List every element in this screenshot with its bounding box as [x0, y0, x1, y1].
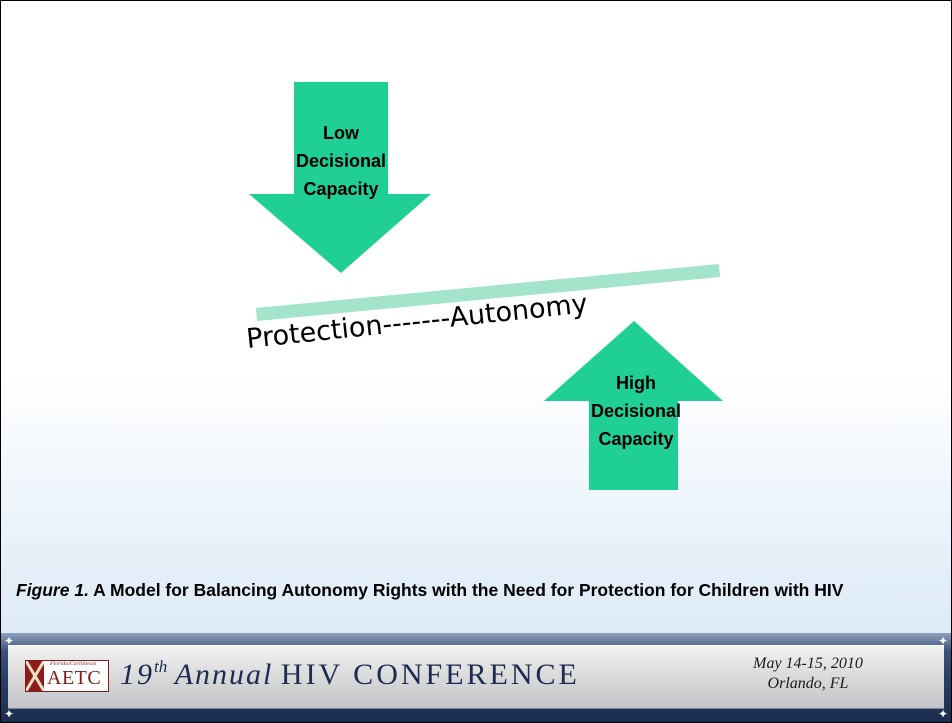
- caption-text: A Model for Balancing Autonomy Rights wi…: [88, 580, 844, 600]
- ordinal-suffix: th: [154, 657, 168, 676]
- conference-footer-banner: ✦ ✦ ✦ ✦ Florida/Caribbean AETC 19th Annu…: [1, 633, 951, 722]
- corner-ornament-icon: ✦: [937, 634, 948, 648]
- flag-icon: [26, 661, 44, 691]
- logo-script: Florida/Caribbean: [50, 661, 97, 667]
- low-decisional-capacity-label: Low Decisional Capacity: [241, 119, 441, 203]
- conference-title: 19th Annual HIV CONFERENCE: [120, 658, 580, 692]
- up-arrow: [544, 321, 723, 490]
- aetc-logo: Florida/Caribbean AETC: [25, 660, 109, 692]
- figure-label: Figure 1.: [16, 580, 89, 600]
- label-line: Decisional: [590, 401, 682, 421]
- balance-diagram: [249, 82, 723, 490]
- logo-text: AETC: [47, 667, 102, 689]
- footer-panel: Florida/Caribbean AETC 19th Annual HIV C…: [8, 645, 944, 709]
- label-line: Capacity: [598, 429, 674, 449]
- corner-ornament-icon: ✦: [4, 634, 15, 648]
- conference-location: Orlando, FL: [767, 675, 849, 692]
- label-line: Capacity: [303, 179, 379, 199]
- annual-word: Annual: [174, 658, 274, 691]
- balance-beam: [256, 264, 720, 321]
- conference-name: HIV CONFERENCE: [280, 658, 580, 691]
- corner-ornament-icon: ✦: [4, 707, 15, 721]
- ordinal-number: 19: [120, 658, 154, 691]
- figure-caption: Figure 1. A Model for Balancing Autonomy…: [16, 579, 941, 602]
- down-arrow: [249, 82, 431, 273]
- high-decisional-capacity-label: High Decisional Capacity: [536, 369, 736, 453]
- conference-date: May 14-15, 2010: [753, 655, 863, 672]
- label-line: Low: [323, 123, 359, 143]
- label-line: Decisional: [295, 151, 387, 171]
- conference-date-location: May 14-15, 2010 Orlando, FL: [728, 654, 888, 694]
- corner-ornament-icon: ✦: [937, 707, 948, 721]
- label-line: High: [616, 373, 656, 393]
